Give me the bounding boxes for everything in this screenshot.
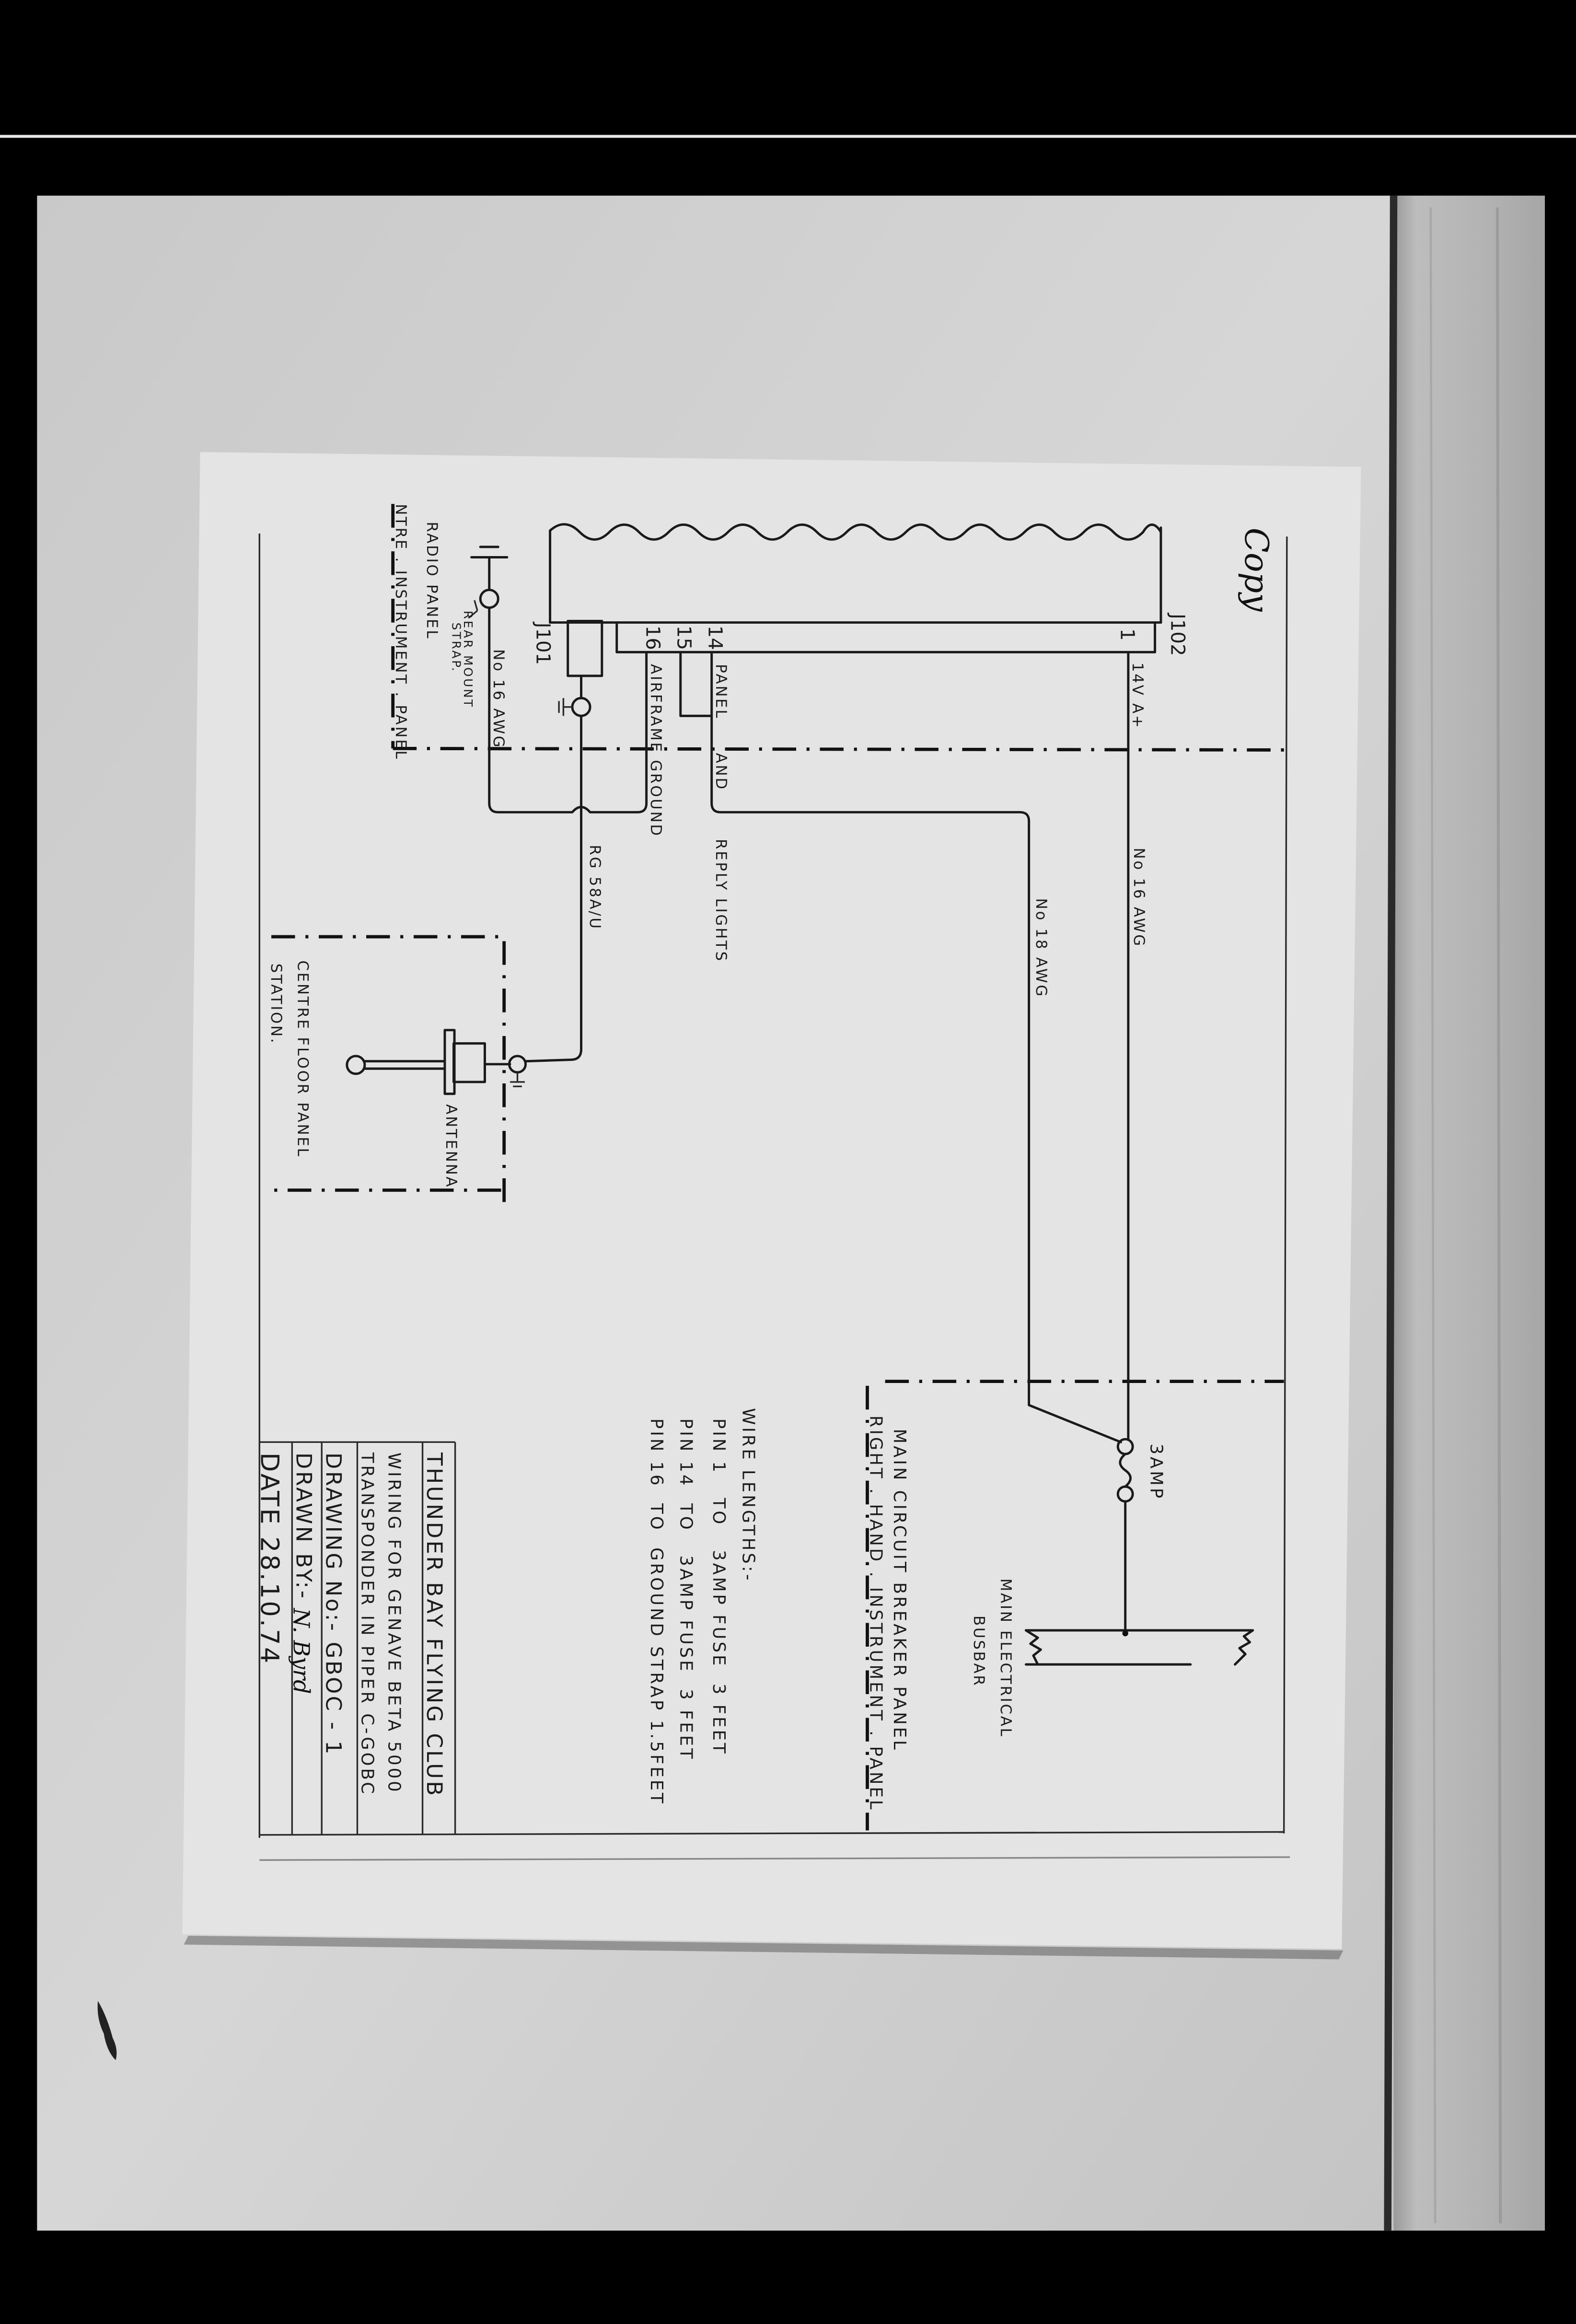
paper-shadow xyxy=(184,1935,1344,1960)
pin14-panel-label: PANEL xyxy=(712,664,730,720)
pin-1-label: 1 xyxy=(1116,628,1138,641)
note-line: PIN 1 TO 3AMP FUSE 3 FEET xyxy=(709,1418,729,1756)
right-hand-panel-label: RIGHT . HAND . INSTRUMENT . PANEL xyxy=(866,1416,886,1812)
pin1-voltage-label: 14V A+ xyxy=(1129,662,1146,730)
debris-mark xyxy=(97,2000,117,2060)
antenna-label: ANTENNA xyxy=(442,1104,460,1188)
wood-grain xyxy=(1495,207,1502,2223)
title-line-2: WIRING FOR GENAVE BETA 5000 xyxy=(384,1452,404,1794)
rear-mount-label-line-2: STRAP. xyxy=(449,623,463,673)
j102-label: J102 xyxy=(1167,612,1189,656)
title-block-grid xyxy=(259,1441,456,1835)
note-line: PIN 16 TO GROUND STRAP 1.5FEET xyxy=(647,1418,666,1806)
centre-floor-panel-label: CENTRE FLOOR PANEL xyxy=(294,961,312,1158)
title-date: DATE 28.10.74 xyxy=(255,1452,284,1665)
drawn-by-label: DRAWN BY:- xyxy=(291,1452,317,1600)
notes-heading: WIRE LENGTHS:- xyxy=(739,1408,758,1582)
coax-label: RG 58A/U xyxy=(586,845,603,930)
pin14-and-label: AND xyxy=(712,753,730,791)
pin16-airframe-ground-label: AIRFRAME GROUND xyxy=(647,664,664,837)
busbar-label-line-1: MAIN ELECTRICAL xyxy=(997,1579,1014,1738)
wire-pin14 xyxy=(710,652,1122,1443)
drawn-by-signature: N. Byrd xyxy=(288,1608,314,1694)
station-label: STATION. xyxy=(267,964,285,1045)
connector-body xyxy=(549,523,1162,677)
j101-ground-symbol xyxy=(558,697,591,717)
wire-pin15-jumper xyxy=(679,652,712,717)
wood-grain xyxy=(1429,207,1437,2223)
drawing-paper xyxy=(182,452,1361,1949)
radio-panel-label: RADIO PANEL xyxy=(423,522,440,640)
centre-instrument-panel-label: NTRE . INSTRUMENT . PANEL xyxy=(392,504,409,760)
copy-annotation: Copy xyxy=(1237,528,1275,612)
busbar-label-line-2: BUSBAR xyxy=(970,1615,987,1687)
drawing-frame xyxy=(258,534,1290,1861)
pin14-reply-lights-label: REPLY LIGHTS xyxy=(712,839,730,963)
pin-15-label: 15 xyxy=(673,626,695,650)
title-organization: THUNDER BAY FLYING CLUB xyxy=(422,1452,447,1798)
note-line: PIN 14 TO 3AMP FUSE 3 FEET xyxy=(676,1418,696,1761)
antenna-symbol xyxy=(346,1029,527,1095)
wire-coax xyxy=(525,674,582,1063)
rear-mount-label-line-1: REAR MOUNT xyxy=(461,611,475,709)
wires xyxy=(488,608,1130,1632)
wire-lengths-notes: WIRE LENGTHS:- PIN 1 TO 3AMP FUSE 3 FEET… xyxy=(647,1408,758,1805)
j101-label: J101 xyxy=(532,621,554,665)
title-line-3: TRANSPONDER IN PIPER C-GOBC xyxy=(358,1452,377,1796)
fuse-symbol xyxy=(1116,1438,1134,1503)
board-edge xyxy=(1384,196,1398,2231)
rear-mount-strap-symbol xyxy=(468,546,509,619)
pin14-gauge-label: No 18 AWG xyxy=(1032,898,1050,998)
wood-strip xyxy=(1393,196,1545,2231)
strap-gauge-label: No 16 AWG xyxy=(490,649,507,749)
pin-16-label: 16 xyxy=(642,626,664,650)
zone-boundary-centre-floor xyxy=(271,935,506,1204)
title-block: THUNDER BAY FLYING CLUB WIRING FOR GENAV… xyxy=(255,1452,447,1798)
pin-14-label: 14 xyxy=(704,626,726,650)
zone-boundary-horizontal-upper xyxy=(393,746,1284,752)
main-cb-panel-label: MAIN CIRCUIT BREAKER PANEL xyxy=(890,1429,909,1752)
busbar-symbol xyxy=(1024,1629,1254,1666)
drawing-number: DRAWING No:- GBOC - 1 xyxy=(321,1452,346,1756)
pin1-gauge-label: No 16 AWG xyxy=(1130,848,1147,948)
fuse-label: 3AMP xyxy=(1146,1443,1166,1500)
